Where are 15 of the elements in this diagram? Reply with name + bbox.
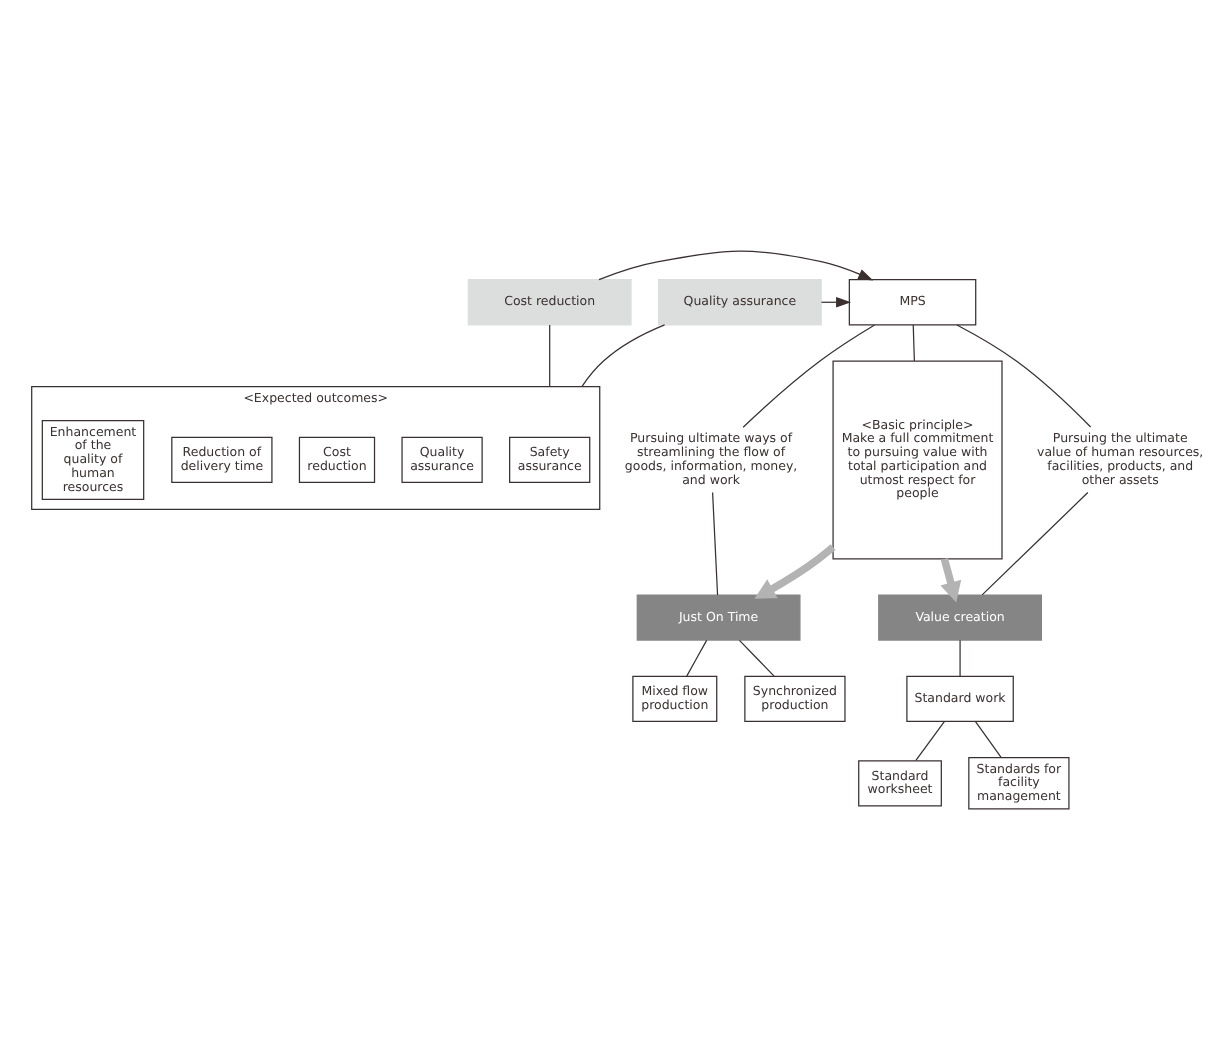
connector <box>742 323 876 427</box>
arrow <box>598 249 874 280</box>
connector <box>581 323 666 387</box>
connector <box>981 490 1089 595</box>
arrow <box>754 543 836 598</box>
arrow <box>940 557 962 602</box>
connector <box>974 720 1002 758</box>
connector <box>711 490 719 595</box>
connector <box>686 638 708 676</box>
connector <box>959 638 961 676</box>
connector <box>738 638 775 676</box>
connector <box>912 323 915 361</box>
connector <box>915 720 945 761</box>
connector <box>956 323 1092 427</box>
connector <box>549 323 551 387</box>
